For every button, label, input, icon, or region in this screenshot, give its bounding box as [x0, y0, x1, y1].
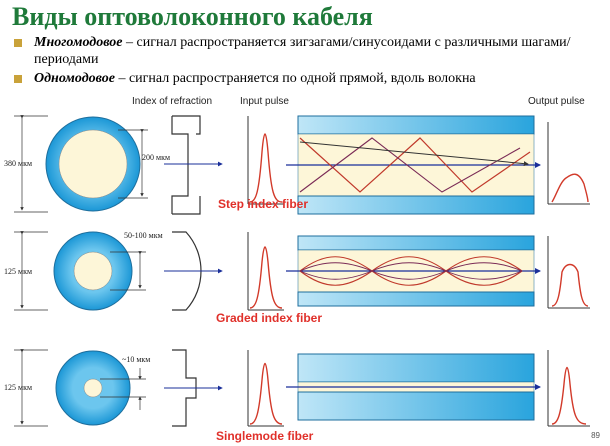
output-pulse-graded: [547, 236, 590, 309]
bullet-text: – сигнал распространяется зигзагами/сину…: [34, 35, 571, 67]
core-diameter-dimension: 50-100 мкм: [110, 231, 163, 291]
outer-diameter-dimension: 380 мкм: [4, 115, 48, 213]
outer-diameter-dimension: 125 мкм: [4, 231, 48, 311]
bullet-marker: [14, 75, 22, 83]
cross-section-step: [45, 116, 141, 212]
outer-diameter-dimension: 125 мкм: [4, 349, 48, 427]
cross-section-singlemode: [55, 350, 131, 426]
output-pulse-singlemode: [547, 350, 590, 427]
fiber-types-diagram: Index of refraction Input pulse Output p…: [4, 96, 590, 443]
page-number: 89: [591, 431, 600, 440]
bullet-multimode: Многомодовое – сигнал распространяется з…: [12, 34, 602, 68]
outer-diameter-label: 380 мкм: [4, 159, 32, 168]
core-diameter-dimension: ~10 мкм: [100, 355, 150, 410]
index-profile-step: [171, 115, 201, 215]
fiber-tube-singlemode: [286, 353, 541, 421]
core-diameter-label: ~10 мкм: [122, 355, 150, 364]
slide-title: Виды оптоволоконного кабеля: [12, 2, 373, 31]
input-pulse-step: [247, 116, 284, 205]
bullet-text: – сигнал распространяется по одной прямо…: [114, 71, 476, 86]
output-pulse-step: [547, 122, 590, 205]
bullet-singlemode: Одномодовое – сигнал распространяется по…: [12, 70, 602, 87]
fiber-label-singlemode: Singlemode fiber: [216, 429, 314, 443]
fiber-label-graded: Graded index fiber: [216, 311, 322, 325]
cross-section-graded: [53, 231, 133, 311]
outer-diameter-label: 125 мкм: [4, 267, 32, 276]
header-input-pulse: Input pulse: [240, 96, 289, 107]
row-graded-index: 125 мкм 50-100 мкм: [4, 231, 590, 325]
row-singlemode: 125 мкм ~10 мкм: [4, 349, 590, 443]
fiber-tube-step: [286, 115, 541, 215]
bullet-list: Многомодовое – сигнал распространяется з…: [12, 34, 602, 89]
bullet-term: Одномодовое: [34, 71, 115, 86]
fiber-label-step: Step index fiber: [218, 197, 308, 211]
fiber-tube-graded: [286, 235, 541, 307]
outer-diameter-label: 125 мкм: [4, 383, 32, 392]
input-pulse-singlemode: [247, 350, 284, 427]
core-diameter-label: 50-100 мкм: [124, 231, 163, 240]
core-diameter-label: 200 мкм: [142, 153, 170, 162]
bullet-marker: [14, 39, 22, 47]
row-step-index: 380 мкм 200 мкм: [4, 115, 590, 215]
header-output-pulse: Output pulse: [528, 96, 585, 107]
header-index-of-refraction: Index of refraction: [132, 96, 212, 107]
core-diameter-dimension: 200 мкм: [118, 129, 170, 199]
bullet-term: Многомодовое: [34, 35, 123, 50]
input-pulse-graded: [247, 232, 284, 311]
